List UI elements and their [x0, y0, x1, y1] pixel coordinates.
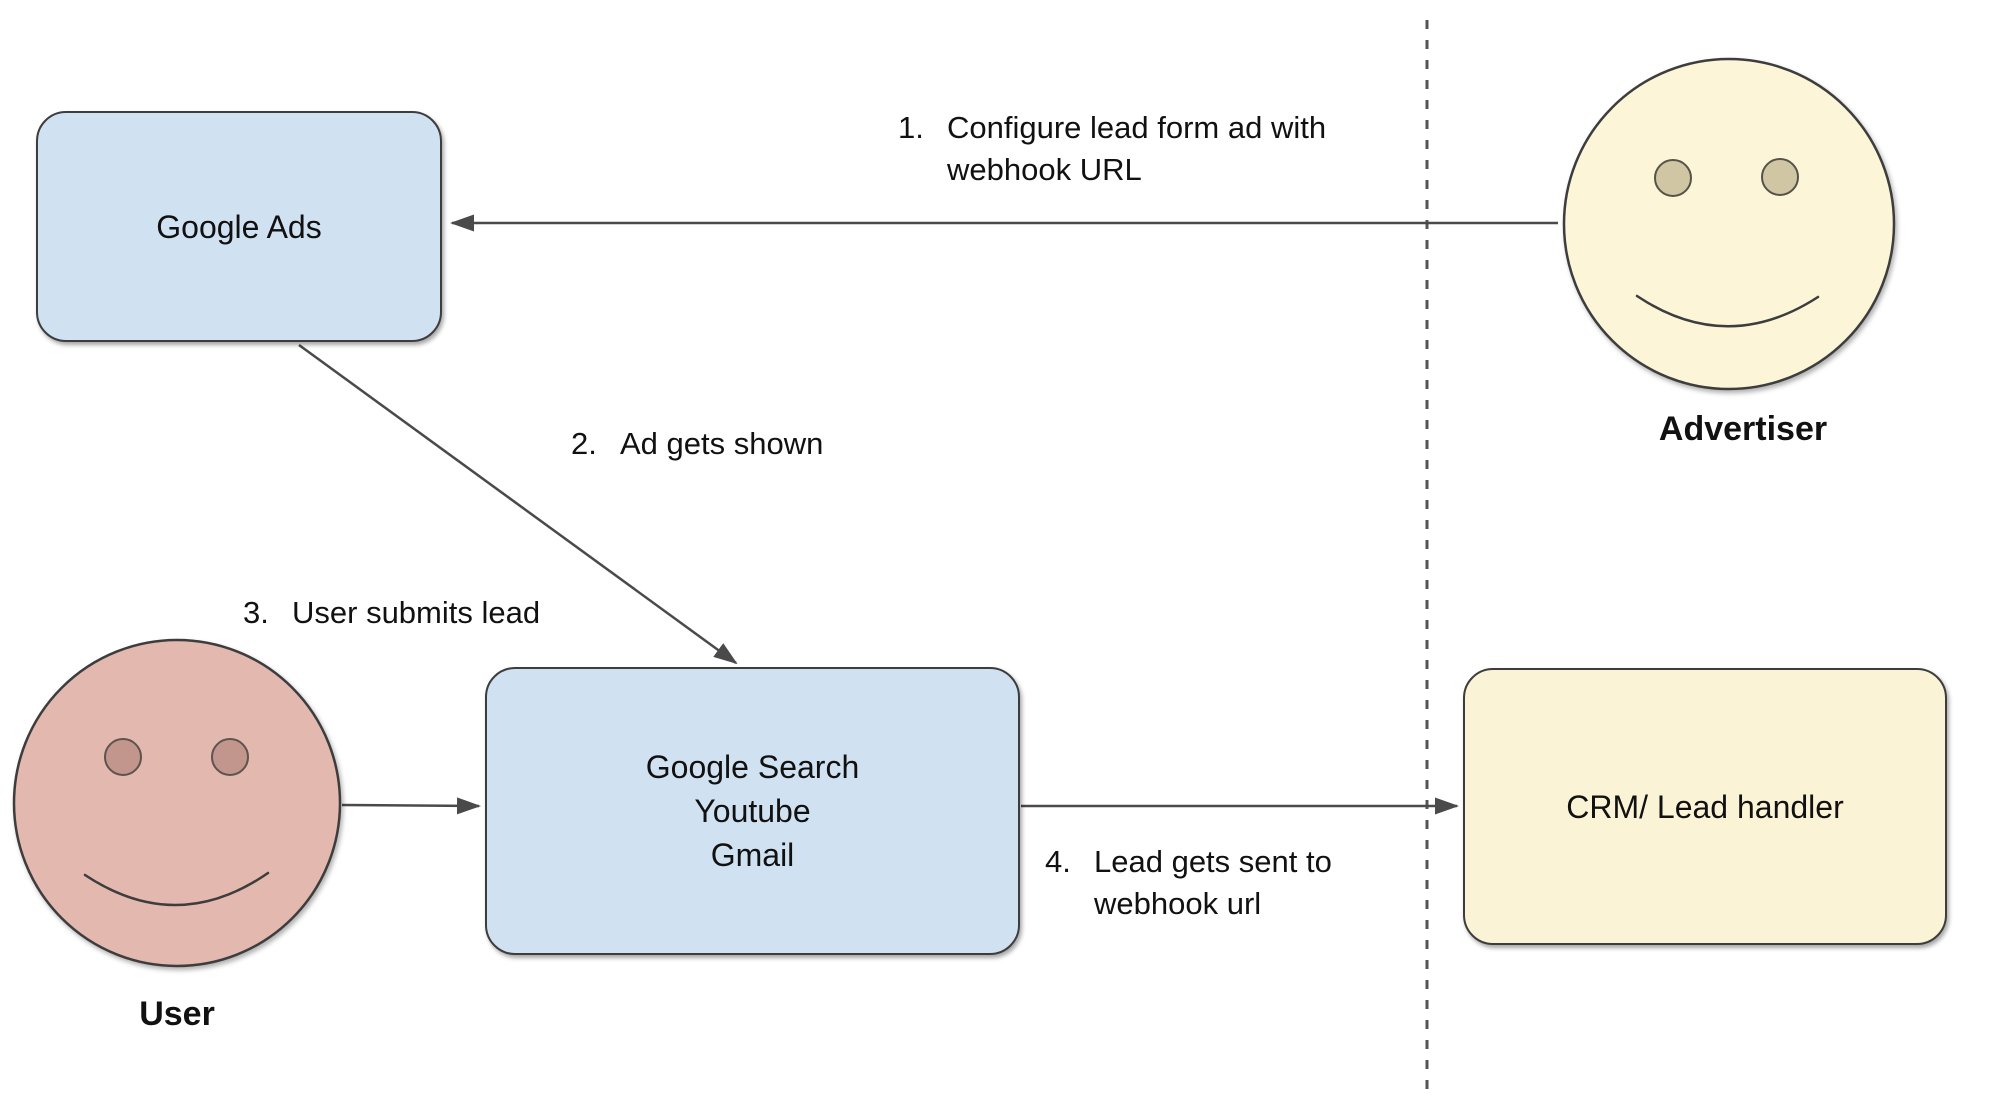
node-crm-lead-handler-label: CRM/ Lead handler [1566, 788, 1844, 825]
node-google-ads-label: Google Ads [156, 208, 322, 245]
step-4-text: Lead gets sent to webhook url [1094, 844, 1332, 921]
step-3-number: 3. [243, 595, 269, 630]
step-2-text: Ad gets shown [620, 426, 824, 461]
step-4-label: 4. Lead gets sent to webhook url [1045, 841, 1332, 925]
node-crm-lead-handler: CRM/ Lead handler [1463, 668, 1947, 945]
node-google-channels: Google Search Youtube Gmail [485, 667, 1020, 955]
step-1-text: Configure lead form ad with webhook URL [947, 110, 1327, 187]
arrow-user-to-channels [341, 797, 481, 815]
node-google-channels-label: Google Search Youtube Gmail [645, 749, 860, 873]
step-1-label: 1. Configure lead form ad with webhook U… [898, 107, 1326, 191]
step-4-number: 4. [1045, 844, 1071, 879]
user-face-circle [12, 638, 342, 968]
arrow-google-ads-to-channels [298, 343, 738, 665]
step-3-label: 3. User submits lead [243, 592, 540, 634]
user-label: User [139, 995, 215, 1033]
step-3-text: User submits lead [292, 595, 541, 630]
user-smile [83, 871, 270, 907]
user-right-eye [211, 738, 249, 776]
advertiser-left-eye [1654, 159, 1692, 197]
advertiser-smile [1635, 294, 1820, 328]
advertiser-face-circle [1562, 57, 1896, 391]
user-face-icon [12, 638, 342, 968]
advertiser-label: Advertiser [1658, 410, 1828, 448]
step-1-number: 1. [898, 110, 924, 145]
node-google-ads: Google Ads [36, 111, 442, 342]
step-2-label: 2. Ad gets shown [571, 423, 823, 465]
advertiser-face-icon [1562, 57, 1896, 391]
user-left-eye [104, 738, 142, 776]
advertiser-right-eye [1761, 158, 1799, 196]
step-2-number: 2. [571, 426, 597, 461]
